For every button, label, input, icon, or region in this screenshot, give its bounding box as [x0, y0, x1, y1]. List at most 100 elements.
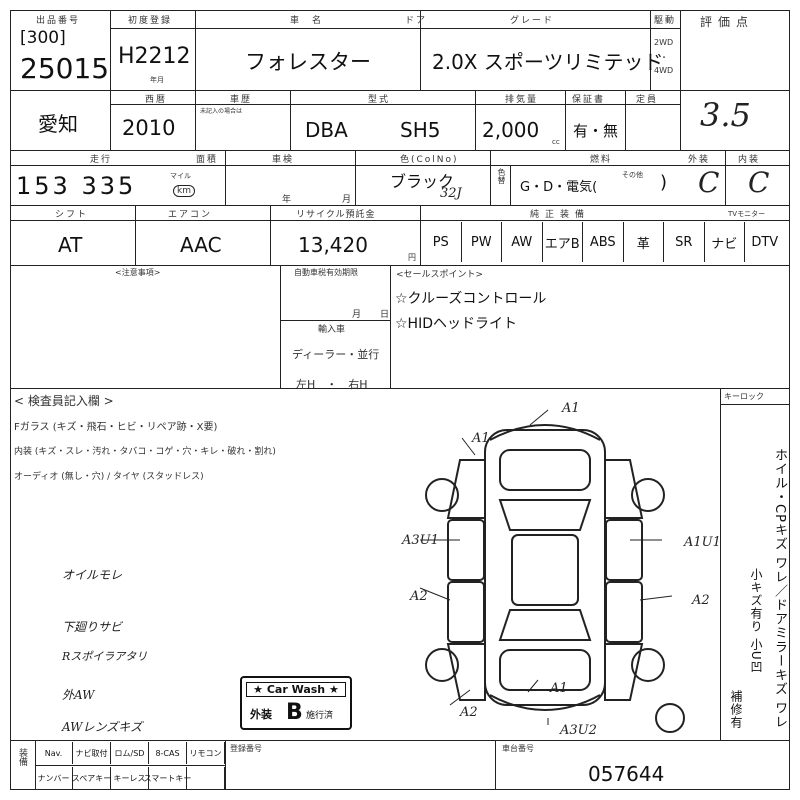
mileage-label: 走行 [90, 155, 113, 165]
left-rear-door [447, 581, 485, 643]
right-front-wheel [631, 478, 665, 512]
damage-mark-3: A1U1 [683, 535, 720, 550]
inspection-month-unit: 月 [342, 195, 352, 205]
left-front-door [447, 519, 485, 581]
codes_row2-cell-0: ナンバー [35, 767, 73, 789]
damage-mark-8: A3U2 [559, 723, 597, 738]
windshield [498, 499, 592, 531]
tax-deadline-label: 自動車税有効期限 [294, 268, 358, 277]
sales-points-label: <セールスポイント> [396, 270, 484, 280]
vertical-note-2: 小キズ有り 小U凹 [749, 568, 763, 674]
right-rear-fender [604, 643, 644, 701]
model-label: 型式 [368, 95, 391, 105]
lot-code: [300] [20, 28, 66, 48]
interior-line: 内装 (キズ・スレ・汚れ・タバコ・コゲ・穴・キレ・破れ・割れ) [14, 447, 276, 457]
color-value: ブラック [390, 172, 455, 191]
drive-2wd: 2WD [654, 38, 674, 47]
equipment-7: ナビ [703, 222, 745, 262]
hand-note-4: 外AW [62, 688, 95, 702]
fuel-value: G・D・電気( [520, 180, 598, 195]
damage-mark-2: A3U1 [401, 533, 439, 548]
equipment-8: DTV [744, 222, 785, 262]
equipment-label: 純正装備 [530, 210, 591, 220]
score-label: 評価点 [700, 15, 755, 29]
damage-mark-5: A2 [691, 593, 710, 608]
recycle-value: 13,420 [298, 233, 368, 257]
registration-label: 登録番号 [230, 744, 262, 753]
vertical-note-1: ホイル・CPキズ ワレ／ドアミラーキズ ワレ [772, 448, 787, 730]
region: 愛知 [38, 112, 78, 136]
equipment-4: ABS [582, 222, 623, 262]
mile-unit: マイル [170, 172, 191, 180]
codes_row1-cell-3: 8-CAS [149, 742, 187, 764]
glass-line: Fガラス (キズ・飛石・ヒビ・リペア跡・X要) [14, 422, 218, 433]
left-front-wheel [425, 478, 459, 512]
fuel-label: 燃料 [590, 155, 613, 165]
km-unit: km [173, 185, 195, 197]
drive-dot: ・ [660, 53, 668, 62]
recycle-unit: 円 [408, 253, 416, 262]
stamp-grade: B [286, 700, 303, 725]
codes_row2-cell-2: キーレス [111, 767, 149, 789]
grade-label: グレード [510, 16, 555, 26]
chassis-label: 車台番号 [502, 744, 534, 753]
displacement-unit: cc [552, 138, 560, 146]
auction-number-label: 出品番号 [36, 16, 81, 26]
damage-mark-1: A1 [471, 431, 490, 446]
stamp-right: 施行済 [306, 711, 334, 721]
vertical-note-3: 補修有 [729, 690, 743, 729]
trunk-panel [499, 649, 591, 691]
record-value: 有・無 [573, 122, 619, 140]
record-label: 保証書 [572, 95, 606, 105]
car-name-label: 車 名 [290, 16, 324, 26]
year-value: 2010 [122, 116, 176, 140]
hand-note-5: AWレンズキズ [62, 720, 143, 734]
car-body-outline [484, 429, 606, 706]
first-reg-sub: 年月 [150, 76, 164, 84]
door-label: ドア [405, 16, 428, 26]
model-value: SH5 [400, 118, 441, 142]
model-prefix: DBA [305, 118, 348, 142]
roof-panel [511, 534, 579, 606]
codes_row1-cell-4: リモコン [187, 742, 225, 764]
right-front-fender [604, 459, 644, 519]
damage-mark-4: A2 [409, 589, 428, 604]
equipment-2: AW [501, 222, 542, 262]
right-rear-door [605, 581, 643, 643]
import-label: 輸入車 [318, 325, 346, 335]
car-name: フォレスター [245, 50, 371, 74]
notes-label: <注意事項> [115, 268, 161, 277]
displacement-label: 排気量 [505, 95, 539, 105]
hand-note-2: 下廻りサビ [62, 620, 123, 634]
hand-note-1: オイルモレ [62, 568, 123, 582]
lot-number: 25015 [20, 52, 110, 85]
color-code: 32J [440, 186, 462, 201]
stamp-left: 外装 [250, 708, 272, 721]
car-wash-stamp: ★ Car Wash ★ 外装 B 施行済 [240, 676, 352, 730]
color-label: 色(ColNo) [400, 155, 459, 165]
chassis-number: 057644 [588, 762, 665, 786]
mileage-value: 153 335 [16, 172, 137, 200]
left-rear-wheel [425, 648, 459, 682]
steering-side: 左H ・ 右H [296, 378, 368, 391]
ac-value: AAC [180, 233, 222, 257]
interior-label: 内装 [738, 155, 761, 165]
first-reg-label: 初度登録 [128, 16, 173, 26]
mileage-area-label: 面積 [196, 155, 219, 165]
sales-point-2: ☆HIDヘッドライト [395, 316, 517, 332]
color-change-label: 色替 [497, 168, 506, 184]
damage-mark-6: A1 [549, 681, 568, 696]
year-label: 西暦 [145, 95, 168, 105]
damage-mark-7: A2 [459, 705, 478, 720]
import-type: ディーラー・並行 [292, 348, 380, 361]
tv-monitor-label: TVモニター [728, 210, 766, 218]
codes_row1-cell-1: ナビ取付 [73, 742, 111, 764]
rear-bumper [489, 694, 601, 711]
equipment-side-label: 装備 [17, 748, 27, 766]
equipment-0: PS [420, 222, 461, 262]
sheet-frame [10, 10, 790, 790]
displacement-value: 2,000 [482, 118, 540, 142]
sales-point-1: ☆クルーズコントロール [395, 291, 547, 307]
